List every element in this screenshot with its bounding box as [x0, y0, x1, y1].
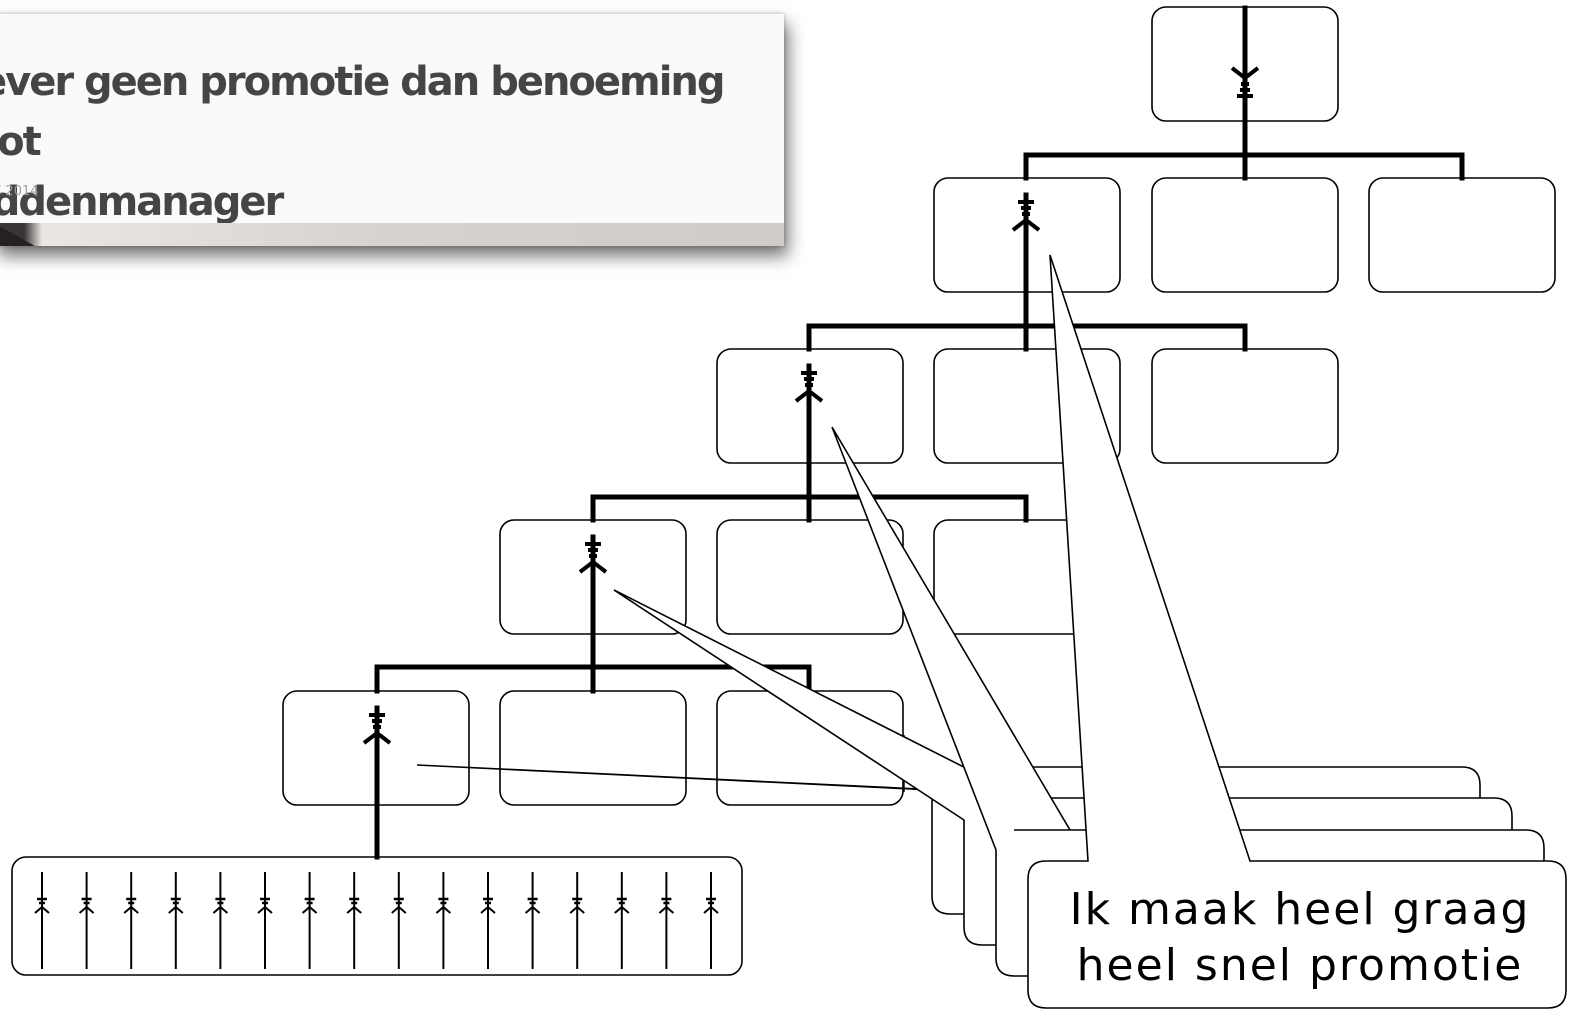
workforce-figures — [33, 872, 720, 969]
worker-figure-icon — [568, 872, 586, 969]
worker-figure-icon — [524, 872, 541, 969]
speech-text-line-2: heel snel promotie — [1077, 940, 1524, 991]
worker-figure-icon — [78, 872, 95, 969]
org-box-l3-3 — [1151, 348, 1339, 464]
worker-figure-icon — [658, 872, 675, 969]
speech-text-line-1: Ik maak heel graag — [1070, 884, 1531, 935]
article-date: EC 2014 — [0, 184, 39, 199]
article-title: ever geen promotie dan benoeming tot idd… — [0, 59, 726, 225]
speech-bubble-4 — [1027, 254, 1567, 1009]
worker-figure-icon — [613, 872, 631, 969]
org-box-l5-2 — [499, 690, 687, 806]
org-box-l2-3 — [1368, 177, 1556, 293]
worker-figure-icon — [33, 872, 51, 969]
worker-figure-icon — [702, 872, 720, 969]
worker-figure-icon — [301, 872, 318, 969]
article-image-strip — [0, 223, 784, 246]
worker-figure-icon — [256, 872, 274, 969]
worker-figure-icon — [479, 872, 497, 969]
worker-figure-icon — [390, 872, 408, 969]
worker-figure-icon — [345, 872, 363, 969]
workforce-box — [11, 856, 743, 976]
speech-bubbles: Ik maak heel graag heel snel promotie — [416, 254, 1567, 1009]
worker-figure-icon — [212, 872, 229, 969]
worker-figure-icon — [435, 872, 452, 969]
worker-figure-icon — [167, 872, 185, 969]
org-box-l2-2 — [1151, 177, 1339, 293]
article-screenshot-card: ever geen promotie dan benoeming tot idd… — [0, 14, 784, 246]
worker-figure-icon — [122, 872, 140, 969]
